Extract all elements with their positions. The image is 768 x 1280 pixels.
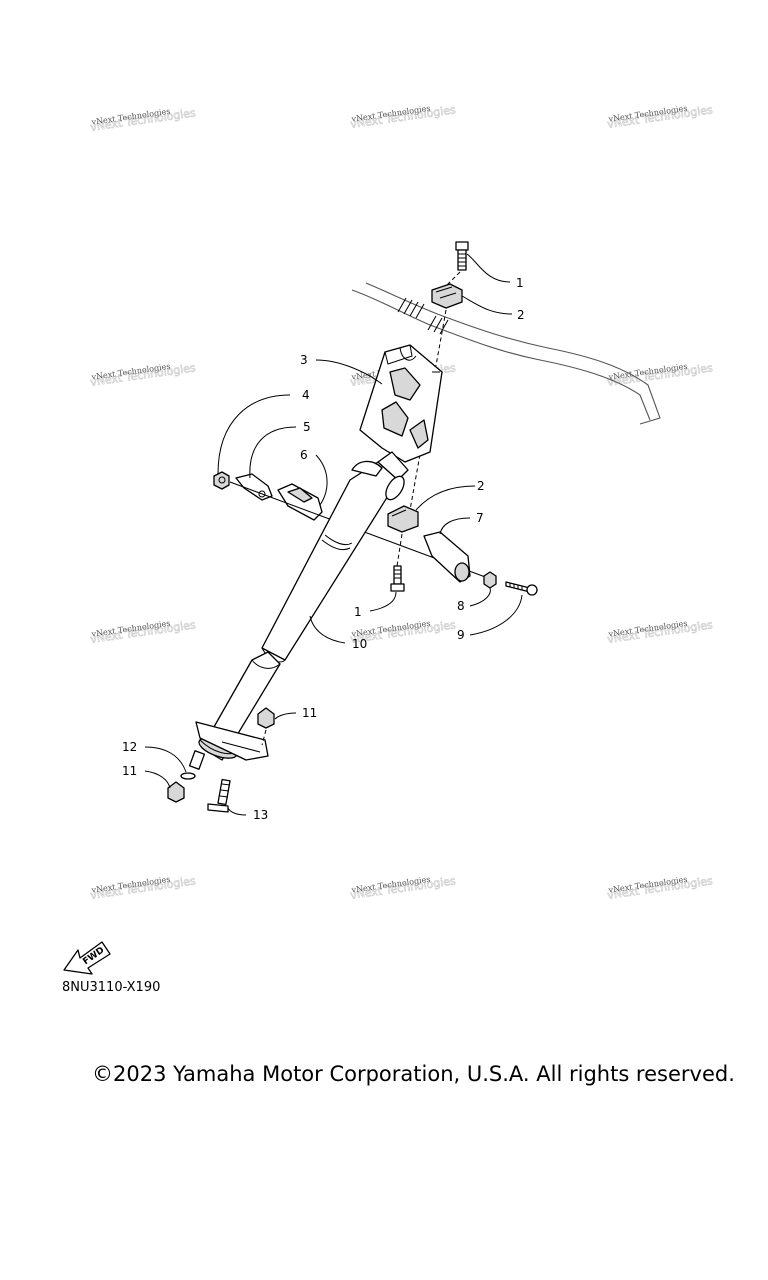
callout-13: 13 (253, 808, 268, 822)
copyright-notice: ©2023 Yamaha Motor Corporation, U.S.A. A… (92, 1062, 735, 1086)
handlebar-clamp-lower (387, 505, 419, 567)
bolt-13 (207, 778, 231, 813)
callout-2-upper: 2 (517, 308, 525, 322)
callout-3: 3 (300, 353, 308, 367)
callout-8: 8 (457, 599, 465, 613)
bolt-lower-1 (390, 565, 405, 592)
bolt-9 (505, 581, 538, 596)
bracket-7 (423, 531, 471, 583)
drawing-code: 8NU3110-X190 (62, 980, 161, 995)
holder-6 (277, 483, 323, 521)
nut-11-lower (167, 781, 185, 803)
callout-labels: 1 2 3 4 5 6 2 7 1 8 9 10 11 12 11 13 (122, 276, 525, 822)
steering-riser-bracket (359, 344, 443, 463)
callout-7: 7 (476, 511, 484, 525)
fwd-arrow-icon: FWD (63, 941, 111, 975)
callout-1-lower: 1 (354, 605, 362, 619)
callout-11-lower: 11 (122, 764, 137, 778)
nut-8 (483, 571, 497, 589)
callout-5: 5 (303, 420, 311, 434)
callout-9: 9 (457, 628, 465, 642)
callout-1-upper: 1 (516, 276, 524, 290)
callout-6: 6 (300, 448, 308, 462)
bracket-5 (235, 473, 273, 501)
watermark-layer: vNext Technologies vNext Technologies vN… (89, 103, 714, 902)
leader-lines (144, 253, 523, 816)
callout-11-upper: 11 (302, 706, 317, 720)
washer-12 (180, 772, 196, 780)
nut-4 (213, 471, 230, 490)
bolt-upper-1 (446, 241, 469, 286)
nut-11-upper (257, 707, 275, 746)
callout-4: 4 (302, 388, 310, 402)
callout-12: 12 (122, 740, 137, 754)
handlebar-outline (351, 282, 661, 425)
steering-column (188, 451, 409, 770)
callout-2-lower: 2 (477, 479, 485, 493)
callout-10: 10 (352, 637, 367, 651)
